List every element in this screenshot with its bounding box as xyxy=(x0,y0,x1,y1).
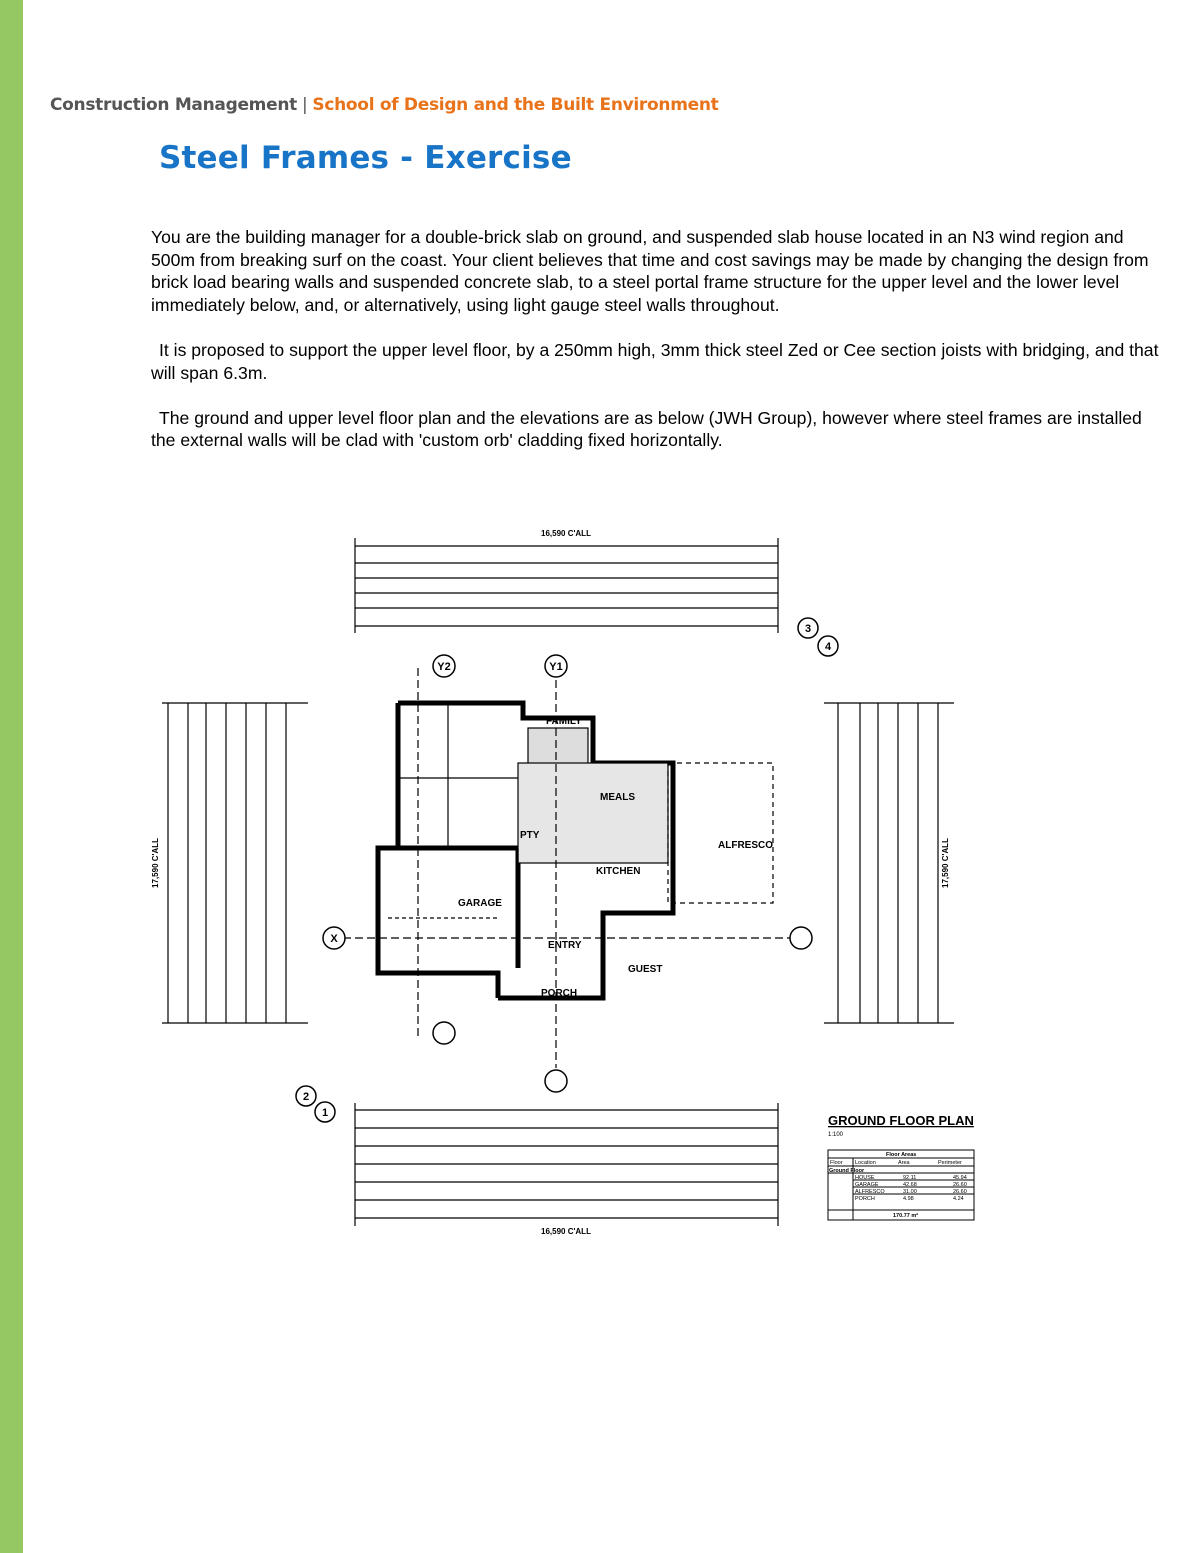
room-label-family: FAMILY xyxy=(546,716,582,727)
column-header: Location xyxy=(855,1160,876,1166)
document-header: Construction Management|School of Design… xyxy=(50,95,719,115)
room-label-pantry: PTY xyxy=(520,830,540,841)
table-cell: 4.98 xyxy=(903,1196,914,1202)
grid-marker-y1: Y1 xyxy=(549,661,562,673)
room-label-garage: GARAGE xyxy=(458,898,502,909)
table-cell: 31.00 xyxy=(903,1189,917,1195)
table-cell: GARAGE xyxy=(855,1182,879,1188)
paragraph: It is proposed to support the upper leve… xyxy=(151,339,1159,383)
table-cell: PORCH xyxy=(855,1196,875,1202)
column-header: Area xyxy=(898,1160,911,1166)
room-label-kitchen: KITCHEN xyxy=(596,866,640,877)
table-cell: 92.11 xyxy=(903,1175,916,1181)
side-dimension-right: 17,590 C'ALL xyxy=(941,838,950,888)
room-label-porch: PORCH xyxy=(541,988,577,999)
floor-areas-heading: Floor Areas xyxy=(886,1152,916,1158)
table-cell: 26.60 xyxy=(953,1182,967,1188)
table-cell: ALFRESCO xyxy=(855,1189,885,1195)
plan-title: GROUND FLOOR PLAN xyxy=(828,1113,974,1128)
column-header: Perimeter xyxy=(938,1160,962,1166)
table-cell: 4.24 xyxy=(953,1196,964,1202)
grid-marker-x: X xyxy=(330,933,338,945)
table-cell: 45.94 xyxy=(953,1175,967,1181)
column-header: Floor xyxy=(830,1160,843,1166)
total-area: 170.77 m² xyxy=(893,1212,918,1219)
department-name: Construction Management xyxy=(50,95,297,115)
table-cell: 42.68 xyxy=(903,1182,917,1188)
exercise-description: You are the building manager for a doubl… xyxy=(151,226,1161,475)
grid-marker-y2: Y2 xyxy=(437,661,450,673)
page-title: Steel Frames - Exercise xyxy=(159,140,572,176)
school-name: School of Design and the Built Environme… xyxy=(312,95,719,115)
sidebar-accent-bar xyxy=(0,0,23,1553)
plan-scale: 1:100 xyxy=(828,1132,844,1138)
paragraph: You are the building manager for a doubl… xyxy=(151,227,1149,315)
section-marker-1: 1 xyxy=(322,1107,328,1119)
paragraph: The ground and upper level floor plan an… xyxy=(151,407,1142,451)
section-marker-3: 3 xyxy=(805,623,811,635)
room-label-guest: GUEST xyxy=(628,964,662,975)
ground-floor-plan-drawing: Y2 Y1 X 3 4 2 1 GARAGE PORCH ALFRESCO FA… xyxy=(148,518,1000,1240)
table-cell: HOUSE xyxy=(855,1175,875,1181)
section-marker-2: 2 xyxy=(303,1091,309,1103)
room-label-alfresco: ALFRESCO xyxy=(718,840,773,851)
room-label-entry: ENTRY xyxy=(548,940,582,951)
header-separator: | xyxy=(301,95,308,115)
overall-dimension-top: 16,590 C'ALL xyxy=(541,529,591,538)
overall-dimension-bottom: 16,590 C'ALL xyxy=(541,1227,591,1236)
table-cell: 26.60 xyxy=(953,1189,967,1195)
section-marker-4: 4 xyxy=(825,641,832,653)
side-dimension-left: 17,590 C'ALL xyxy=(151,838,160,888)
floor-group: Ground Floor xyxy=(829,1168,865,1174)
room-label-meals: MEALS xyxy=(600,792,635,803)
